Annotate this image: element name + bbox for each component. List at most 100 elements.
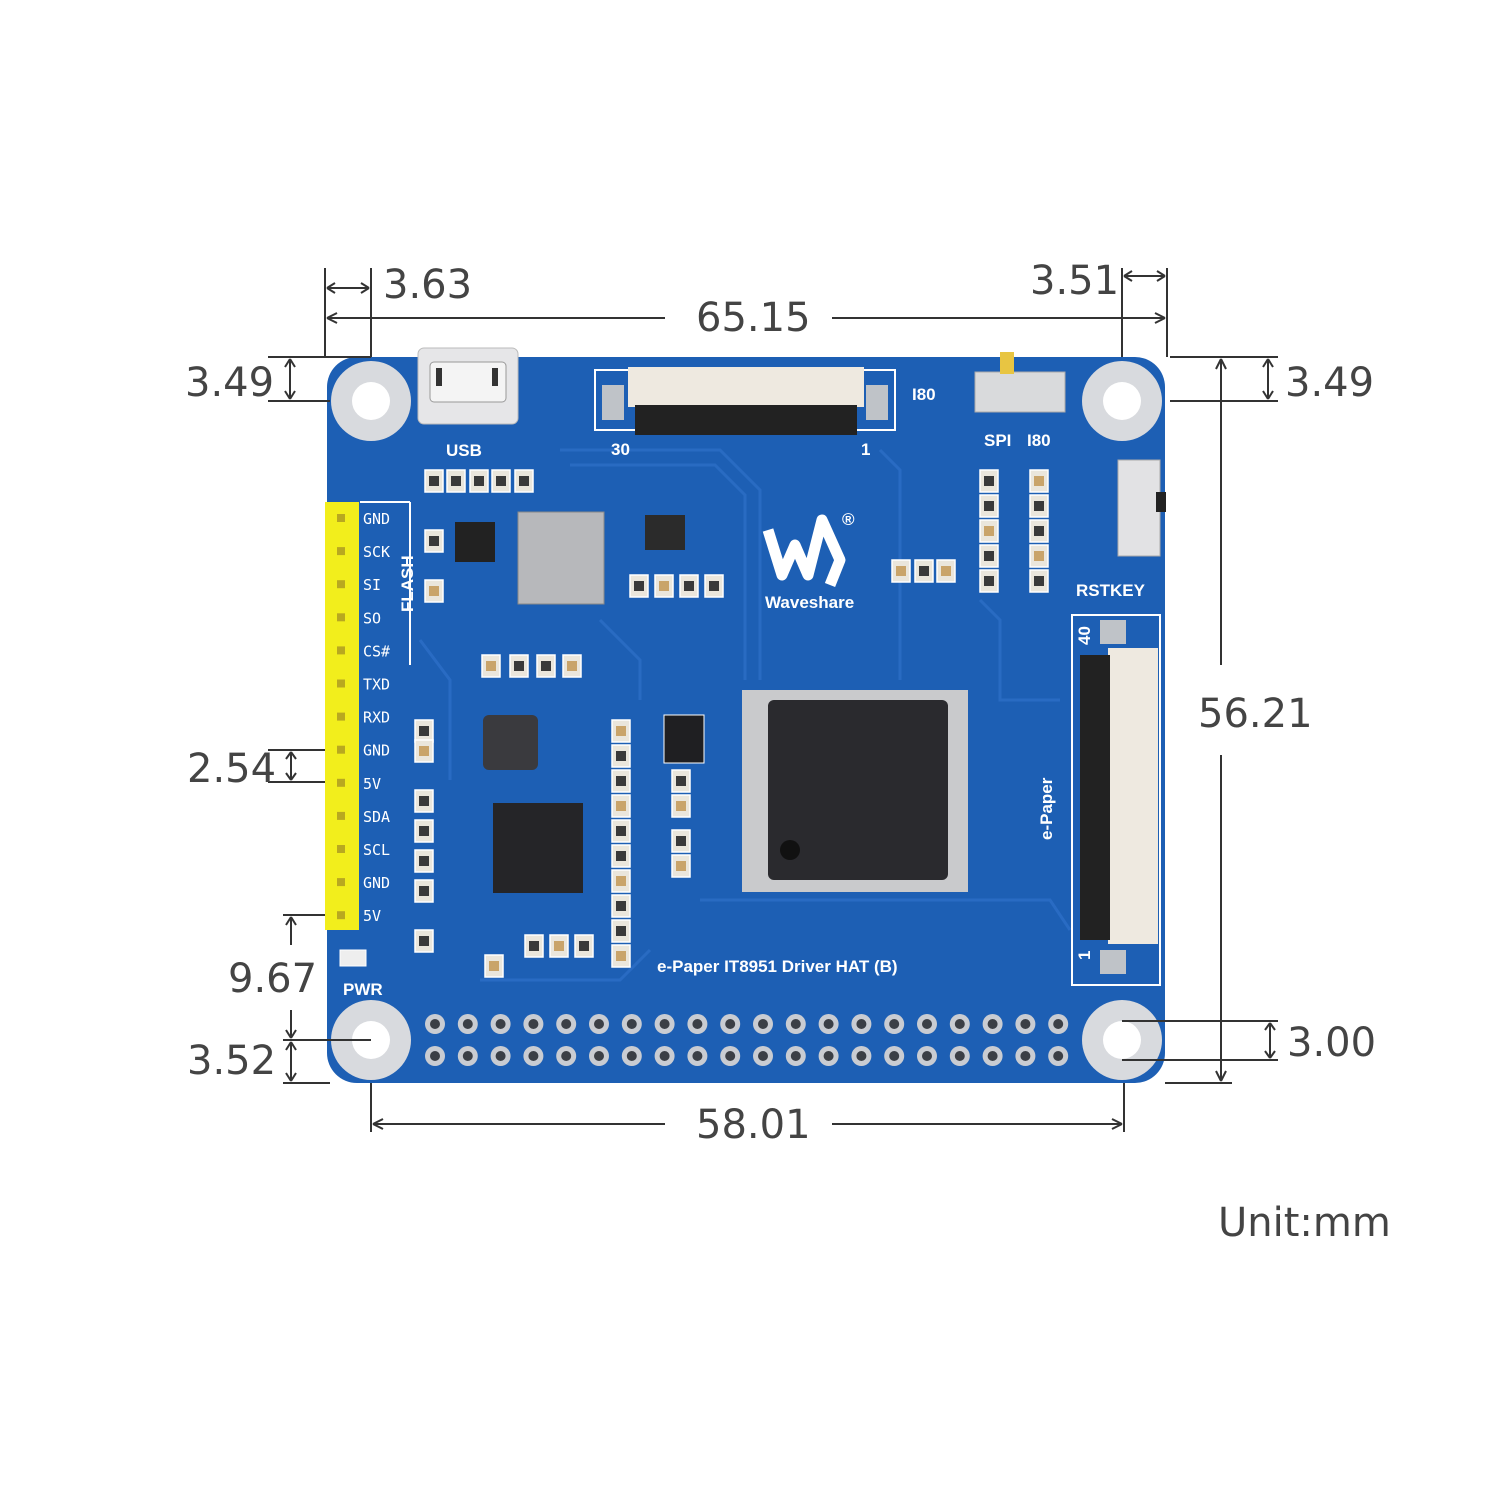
header-pin bbox=[337, 745, 345, 754]
gpio-hole-center bbox=[758, 1051, 768, 1061]
smd-component-body bbox=[451, 476, 461, 486]
gpio-hole-center bbox=[495, 1019, 506, 1029]
gpio-header-holes bbox=[425, 1014, 1069, 1066]
smd-component-body bbox=[529, 941, 539, 951]
power-led bbox=[339, 949, 367, 967]
dim-hole-spacing: 58.01 bbox=[696, 1102, 811, 1148]
pin-label: SO bbox=[363, 609, 381, 627]
dim-header-to-bottom: 9.67 bbox=[228, 956, 317, 1002]
smd-component-body bbox=[984, 576, 994, 586]
switch-label-spi: SPI bbox=[984, 431, 1011, 450]
smd-component-body bbox=[429, 586, 439, 596]
pin-label: 5V bbox=[363, 907, 381, 925]
board-title: e-Paper IT8951 Driver HAT (B) bbox=[657, 957, 898, 976]
pin-label: 5V bbox=[363, 775, 381, 793]
gpio-hole-center bbox=[725, 1019, 736, 1029]
pin-label: CS# bbox=[363, 642, 390, 660]
smd-component-body bbox=[429, 536, 439, 546]
pin-label: RXD bbox=[363, 709, 390, 727]
smd-component-body bbox=[486, 661, 496, 671]
power-inductor bbox=[483, 715, 538, 770]
smd-component-body bbox=[676, 776, 686, 786]
smd-component-body bbox=[634, 581, 644, 591]
gpio-hole-center bbox=[922, 1051, 932, 1061]
header-pin bbox=[337, 580, 345, 589]
header-pin bbox=[337, 778, 345, 787]
qfn-chip bbox=[455, 522, 495, 562]
header-pin bbox=[337, 613, 345, 622]
smd-component-body bbox=[676, 801, 686, 811]
smd-component-body bbox=[1034, 576, 1044, 586]
gpio-hole-center bbox=[692, 1019, 703, 1029]
gpio-hole-center bbox=[987, 1051, 998, 1061]
dim-hole-offset-bottom-left: 3.52 bbox=[187, 1038, 276, 1084]
gpio-hole-center bbox=[856, 1051, 867, 1061]
gpio-hole-center bbox=[725, 1051, 736, 1061]
pin-label: SCL bbox=[363, 841, 390, 859]
smd-component-body bbox=[567, 661, 577, 671]
gpio-hole-center bbox=[495, 1051, 506, 1061]
smd-component-body bbox=[1034, 501, 1044, 511]
smd-component-body bbox=[616, 951, 626, 961]
smd-component-body bbox=[684, 581, 694, 591]
it8951-chip bbox=[742, 690, 968, 892]
smd-component-body bbox=[616, 901, 626, 911]
smd-component-body bbox=[554, 941, 564, 951]
header-pin bbox=[337, 911, 345, 920]
smd-component-body bbox=[429, 476, 439, 486]
smd-component-body bbox=[616, 801, 626, 811]
smd-component-body bbox=[419, 726, 429, 736]
logo-text: Waveshare bbox=[765, 593, 854, 612]
interface-select-switch[interactable] bbox=[974, 352, 1066, 413]
smd-component-body bbox=[419, 856, 429, 866]
fpc-right-label: e-Paper bbox=[1037, 777, 1056, 840]
smd-component-body bbox=[1034, 551, 1044, 561]
gpio-hole-center bbox=[987, 1019, 998, 1029]
dim-hole-offset-left: 3.63 bbox=[383, 262, 472, 308]
smd-component-body bbox=[616, 926, 626, 936]
mounting-hole-bottom-right bbox=[1082, 1000, 1162, 1080]
pin-label: TXD bbox=[363, 676, 390, 694]
smd-component-body bbox=[616, 826, 626, 836]
gpio-hole-center bbox=[561, 1051, 572, 1061]
gpio-hole-center bbox=[823, 1051, 834, 1061]
gpio-hole-center bbox=[954, 1051, 965, 1061]
smd-component-body bbox=[709, 581, 719, 591]
usb-connector bbox=[417, 347, 519, 425]
dim-pin-pitch: 2.54 bbox=[187, 746, 276, 792]
pwr-label: PWR bbox=[343, 980, 383, 999]
gpio-hole-center bbox=[561, 1019, 572, 1029]
smd-component-body bbox=[541, 661, 551, 671]
smd-component-body bbox=[474, 476, 484, 486]
smd-component-body bbox=[984, 551, 994, 561]
header-pin bbox=[337, 878, 345, 887]
gpio-hole-center bbox=[528, 1051, 539, 1061]
gpio-hole-center bbox=[430, 1051, 440, 1061]
smd-component-body bbox=[419, 936, 429, 946]
waveshare-logo: ® Waveshare bbox=[762, 510, 855, 612]
gpio-hole-center bbox=[954, 1019, 965, 1029]
smd-component-body bbox=[919, 566, 929, 576]
smd-component-body bbox=[489, 961, 499, 971]
gpio-hole-center bbox=[1020, 1051, 1031, 1061]
gpio-hole-center bbox=[823, 1019, 834, 1029]
smd-component-body bbox=[941, 566, 951, 576]
gpio-hole-center bbox=[594, 1051, 604, 1061]
smd-component-body bbox=[616, 726, 626, 736]
flash-chip bbox=[645, 515, 685, 550]
gpio-hole-center bbox=[856, 1019, 867, 1029]
passive-components bbox=[414, 469, 1049, 978]
usb-label: USB bbox=[446, 441, 482, 460]
gpio-hole-center bbox=[790, 1051, 801, 1061]
pin-label: SDA bbox=[363, 808, 390, 826]
crystal bbox=[663, 714, 705, 764]
mcu-chip bbox=[493, 803, 583, 893]
gpio-hole-center bbox=[922, 1019, 932, 1029]
header-pin bbox=[337, 845, 345, 853]
header-pin bbox=[337, 646, 345, 655]
smd-component-body bbox=[984, 476, 994, 486]
reset-button[interactable] bbox=[1117, 459, 1166, 557]
smd-component-body bbox=[616, 876, 626, 886]
